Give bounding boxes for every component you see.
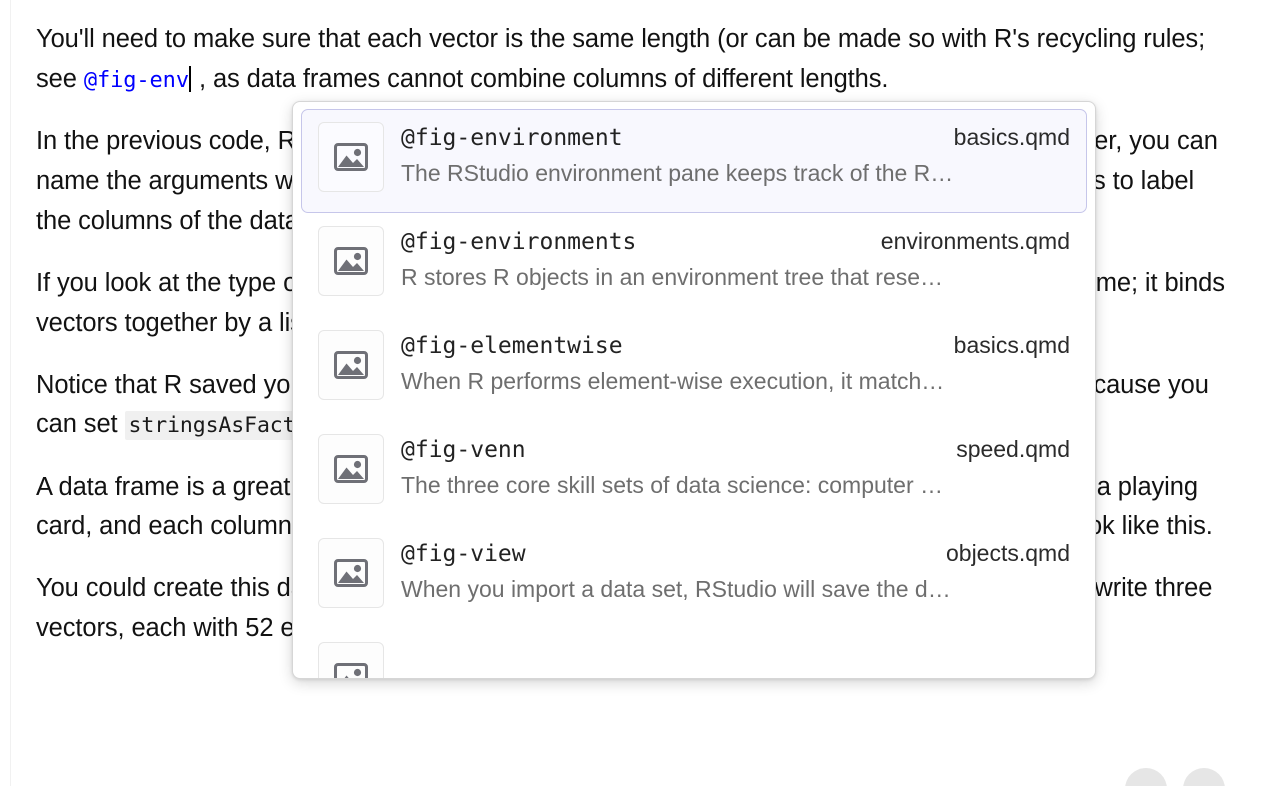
xref-item-description: The three core skill sets of data scienc… [401,472,944,498]
xref-completion-item[interactable] [301,629,1087,678]
scroll-down-button[interactable] [1183,768,1225,786]
image-placeholder-icon [318,538,384,608]
xref-item-header: @fig-venn speed.qmd [401,436,1072,463]
image-placeholder-icon [318,226,384,296]
text-cursor [188,65,191,92]
xref-item-file: environments.qmd [880,228,1070,254]
xref-item-description: When you import a data set, RStudio will… [401,576,951,602]
scroll-up-button[interactable] [1125,768,1167,786]
xref-item-file: objects.qmd [945,540,1070,566]
paragraph: You'll need to make sure that each vecto… [36,20,1232,100]
paragraph-text: , as data frames cannot combine columns … [191,64,889,93]
xref-item-file: basics.qmd [953,124,1070,150]
xref-item-id: @fig-environment [401,125,623,151]
xref-item-header: @fig-view objects.qmd [401,540,1072,567]
image-placeholder-icon [318,642,384,678]
image-placeholder-icon [318,330,384,400]
xref-item-file: basics.qmd [953,332,1070,358]
xref-item-id: @fig-venn [401,437,526,463]
cross-reference-token: @fig-env [83,67,189,93]
xref-item-id: @fig-elementwise [401,333,623,359]
xref-item-text [401,642,1072,653]
xref-item-id: @fig-view [401,541,526,567]
xref-item-description: R stores R objects in an environment tre… [401,264,944,290]
paragraph-text: You'll need to make sure that each vecto… [36,25,1206,93]
image-placeholder-icon [318,434,384,504]
image-placeholder-icon [318,122,384,192]
xref-item-header: @fig-environment basics.qmd [401,124,1072,151]
xref-item-header: @fig-elementwise basics.qmd [401,332,1072,359]
left-gutter-rule [10,0,11,786]
xref-item-description: When R performs element-wise execution, … [401,368,945,394]
xref-item-header: @fig-environments environments.qmd [401,228,1072,255]
xref-item-id: @fig-environments [401,229,637,255]
xref-item-description: The RStudio environment pane keeps track… [401,160,954,186]
xref-item-file: speed.qmd [956,436,1070,462]
xref-completion-item[interactable]: @fig-environments environments.qmd R store… [301,213,1087,317]
xref-item-text: @fig-environments environments.qmd R store… [401,226,1072,291]
